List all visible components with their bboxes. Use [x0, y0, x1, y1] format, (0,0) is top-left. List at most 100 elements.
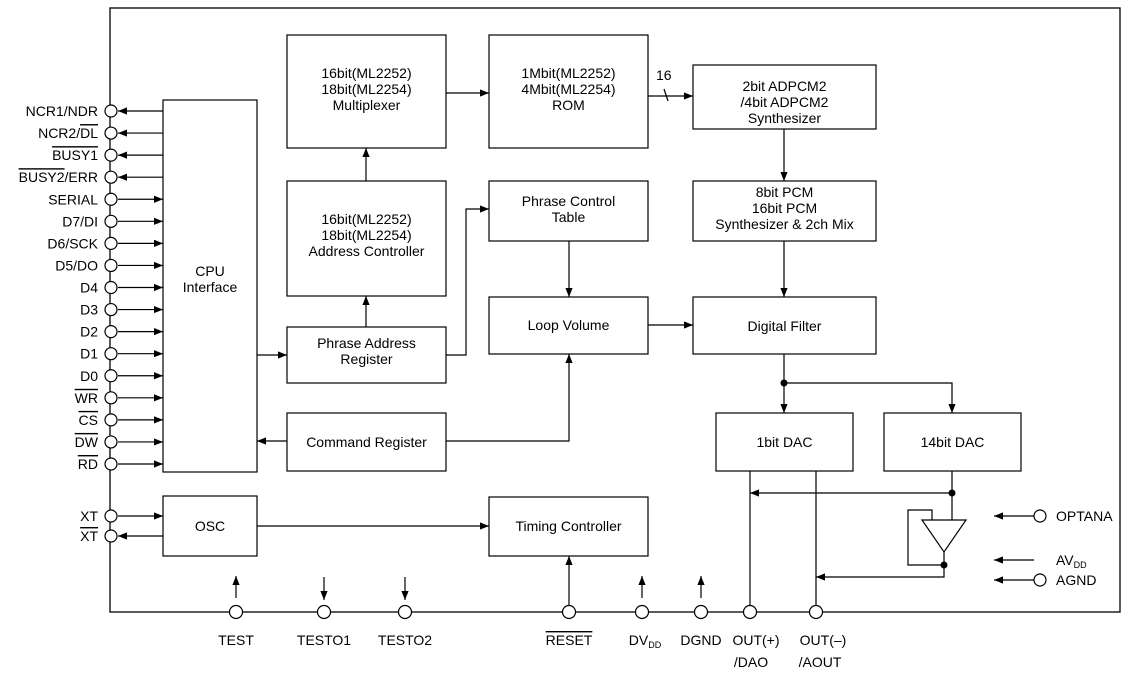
bottom-pins: TEST TESTO1 TESTO2 RESET DVDD DGND OUT(+…	[218, 556, 846, 670]
pcm-synth-line-2: 16bit PCM	[752, 200, 817, 216]
pin-label-d0: D0	[80, 368, 98, 384]
digital-filter-block: Digital Filter	[692, 296, 877, 355]
bus-width-label: 16	[656, 67, 672, 83]
pin-label-wr: WR	[75, 390, 98, 406]
pin-testo1	[316, 604, 332, 620]
timing-controller-block: Timing Controller	[488, 496, 649, 557]
rom-line-3: ROM	[552, 97, 585, 113]
pin-wr	[104, 391, 118, 405]
pin-label-errbusy2: BUSY2/ERR	[19, 169, 98, 185]
filter-to-dac14-arrow	[784, 382, 956, 413]
left-pins: NCR1/NDRNCR2/DLBUSY1BUSY2/ERRSERIALD7/DI…	[19, 103, 163, 472]
timing-controller-label: Timing Controller	[515, 518, 621, 534]
phrase-control-table-block: Phrase Control Table	[488, 180, 649, 242]
address-controller-line-2: 18bit(ML2254)	[321, 227, 411, 243]
right-pins: OPTANA AVDD AGND	[994, 508, 1113, 588]
pin-label-test: TEST	[218, 632, 254, 648]
cpu-interface-line-1: CPU	[195, 263, 225, 279]
pcm-synth-line-1: 8bit PCM	[756, 184, 814, 200]
multiplexer-line-2: 18bit(ML2254)	[321, 81, 411, 97]
pin-label-outm: OUT(–)	[800, 632, 847, 648]
phrase-control-table-line-2: Table	[552, 209, 586, 225]
output-stage	[749, 471, 968, 612]
pin-d5-do	[104, 258, 118, 273]
pin-label-outp: OUT(+)	[732, 632, 779, 648]
pin-label-d7-di: D7/DI	[62, 213, 98, 229]
phrase-address-register-line-1: Phrase Address	[317, 335, 416, 351]
phrase-address-register-line-2: Register	[340, 351, 392, 367]
multiplexer-line-1: 16bit(ML2252)	[321, 65, 411, 81]
pin-ncr2-dl	[104, 126, 118, 140]
pin-dw	[104, 435, 118, 449]
loop-volume-block: Loop Volume	[488, 296, 649, 355]
pcm-synth-line-3: Synthesizer & 2ch Mix	[715, 216, 854, 232]
pin-d4	[104, 280, 118, 295]
dac-1bit-block: 1bit DAC	[715, 412, 854, 472]
pin-label-outm-2: /AOUT	[799, 654, 842, 670]
pin-label-d2: D2	[80, 324, 98, 340]
amp-to-outm-arrow	[816, 552, 945, 581]
pin-label-cs: CS	[79, 412, 98, 428]
pin-busy1	[104, 148, 118, 162]
pin-test	[228, 604, 244, 620]
pin-d7-di	[104, 214, 118, 228]
pin-outp	[742, 604, 758, 620]
pin-label-rd: RD	[78, 456, 98, 472]
bus-slash	[663, 88, 669, 102]
pin-outm	[808, 604, 824, 620]
pin-agnd	[1033, 573, 1047, 587]
pin-errbusy2	[104, 170, 118, 184]
pin-label-d6-sck: D6/SCK	[47, 235, 98, 251]
amp-feedback-line	[907, 509, 944, 566]
phrase-address-register-block: Phrase Address Register	[286, 326, 447, 384]
pcm-synthesizer-block: 8bit PCM 16bit PCM Synthesizer & 2ch Mix	[692, 180, 877, 242]
pin-label-testo2: TESTO2	[378, 632, 432, 648]
pin-label-dgnd: DGND	[680, 632, 721, 648]
adpcm-synthesizer-block: 2bit ADPCM2 /4bit ADPCM2 Synthesizer	[692, 64, 877, 130]
pin-label-d5-do: D5/DO	[55, 257, 98, 273]
dac-14bit-label: 14bit DAC	[921, 434, 985, 450]
pin-label-agnd: AGND	[1056, 572, 1096, 588]
pin-rd	[104, 457, 118, 471]
osc-block: OSC	[162, 495, 258, 557]
pin-label-xt: XT	[80, 508, 98, 524]
pin-label-outp-2: /DAO	[734, 654, 768, 670]
cpu-interface-block: CPU Interface	[162, 99, 258, 473]
pin-d6-sck	[104, 236, 118, 250]
phrase-control-table-line-1: Phrase Control	[522, 193, 615, 209]
dac-14bit-block: 14bit DAC	[883, 412, 1022, 472]
pin-d3	[104, 302, 118, 317]
pin-label-reset: RESET	[546, 632, 593, 648]
pin-serial	[104, 192, 118, 206]
pin-label-serial: SERIAL	[48, 191, 98, 207]
pin-label-avdd: AVDD	[1056, 552, 1087, 570]
rom-line-2: 4Mbit(ML2254)	[521, 81, 615, 97]
cmd-to-loop-arrow	[446, 354, 573, 442]
address-controller-block: 16bit(ML2252) 18bit(ML2254) Address Cont…	[286, 180, 447, 297]
command-register-label: Command Register	[306, 434, 427, 450]
synthesizer-line-3: Synthesizer	[748, 110, 821, 126]
multiplexer-line-3: Multiplexer	[333, 97, 401, 113]
pin-xt	[104, 509, 118, 523]
pin-label-ncr1-ndr: NCR1/NDR	[26, 103, 98, 119]
pin-d0	[104, 369, 118, 383]
pin-dgnd	[693, 604, 709, 620]
cpu-interface-line-2: Interface	[183, 279, 238, 295]
pin-label-dw: DW	[75, 434, 99, 450]
dac-1bit-label: 1bit DAC	[756, 434, 812, 450]
pin-dvdd	[634, 604, 650, 620]
address-controller-line-3: Address Controller	[309, 243, 425, 259]
pin-label-optana: OPTANA	[1056, 508, 1113, 524]
digital-filter-label: Digital Filter	[748, 318, 822, 334]
junction-dot	[780, 379, 788, 387]
pin-cs	[104, 413, 118, 427]
pin-d1	[104, 347, 118, 361]
pin-label-testo1: TESTO1	[297, 632, 351, 648]
pin-ncr1-ndr	[104, 104, 118, 118]
pin-reset	[561, 604, 577, 620]
pin-testo2	[397, 604, 413, 620]
osc-label: OSC	[195, 518, 225, 534]
address-controller-line-1: 16bit(ML2252)	[321, 211, 411, 227]
